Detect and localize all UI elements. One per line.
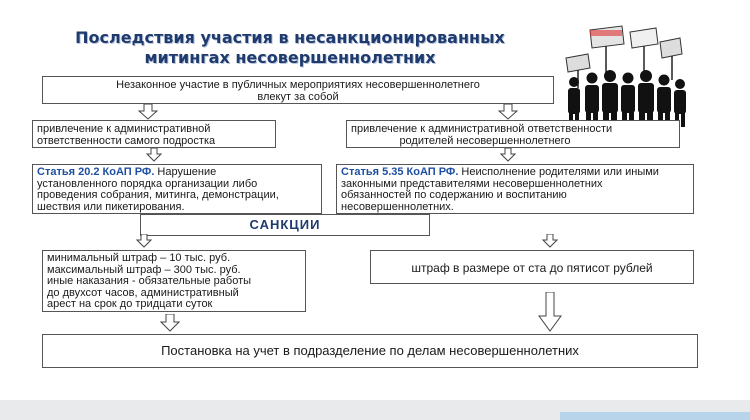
sanction-parent-fine: штраф в размере от ста до пятисот рублей [411, 261, 653, 275]
left-article-box: Статья 20.2 КоАП РФ. Нарушение установле… [32, 164, 322, 214]
top-box: Незаконное участие в публичных мероприят… [42, 76, 554, 104]
sanction-other-2: до двухсот часов, административный [47, 286, 239, 299]
left-article-text-2: установленного порядка организации либо [37, 177, 258, 190]
arrow-down-icon [500, 148, 516, 162]
arrow-down-icon [538, 292, 562, 332]
bottom-accent-bar [560, 412, 750, 420]
arrow-down-icon [146, 148, 162, 162]
arrow-down-icon [542, 234, 558, 248]
bottom-strip [0, 400, 750, 420]
arrow-down-icon [498, 104, 518, 120]
final-box-text: Постановка на учет в подразделение по де… [161, 343, 579, 358]
top-box-line-1: Незаконное участие в публичных мероприят… [116, 79, 480, 91]
left-branch-header: привлечение к административной ответстве… [32, 120, 276, 148]
arrow-down-icon [138, 104, 158, 120]
sanction-min-fine: минимальный штраф – 10 тыс. руб. [47, 252, 231, 264]
slide-title: Последствия участия в несанкционированны… [30, 28, 550, 68]
article-20-2-title: Статья 20.2 КоАП РФ. [37, 166, 155, 178]
right-sanction-box: штраф в размере от ста до пятисот рублей [370, 250, 694, 284]
protest-crowd-icon [565, 25, 686, 129]
final-box: Постановка на учет в подразделение по де… [42, 334, 698, 368]
top-box-line-2: влекут за собой [257, 91, 339, 103]
sanction-max-fine: максимальный штраф – 300 тыс. руб. [47, 263, 241, 276]
right-article-text-2: законными представителями несовершенноле… [341, 177, 603, 190]
right-branch-header: привлечение к административной ответстве… [346, 120, 680, 148]
right-article-box: Статья 5.35 КоАП РФ. Неисполнение родите… [336, 164, 694, 214]
right-article-text-3: обязанностей по содержанию и воспитанию [341, 189, 567, 201]
left-header-line-2: ответственности самого подростка [37, 135, 216, 147]
right-header-line-1: привлечение к административной ответстве… [351, 123, 613, 135]
sanction-other-3: арест на срок до тридцати суток [47, 298, 213, 310]
sanction-other-1: иные наказания - обязательные работы [47, 275, 252, 287]
arrow-down-icon [136, 234, 152, 248]
sanctions-label: САНКЦИИ [140, 214, 430, 236]
title-line-1: Последствия участия в несанкционированны… [75, 28, 505, 47]
title-line-2: митингах несовершеннолетних [144, 48, 436, 67]
left-sanctions-box: минимальный штраф – 10 тыс. руб. максима… [42, 250, 306, 312]
article-5-35-title: Статья 5.35 КоАП РФ. [341, 166, 459, 178]
right-article-text-4: несовершеннолетних. [341, 200, 454, 213]
left-article-text-3: проведения собрания, митинга, демонстрац… [37, 189, 279, 201]
right-header-line-2: родителей несовершеннолетнего [399, 135, 571, 147]
left-header-line-1: привлечение к административной [37, 123, 211, 135]
left-article-text-1: Нарушение [154, 166, 217, 178]
arrow-down-icon [160, 314, 180, 332]
left-article-text-4: шествия или пикетирования. [37, 200, 185, 213]
right-article-text-1: Неисполнение родителями или иными [458, 166, 659, 178]
